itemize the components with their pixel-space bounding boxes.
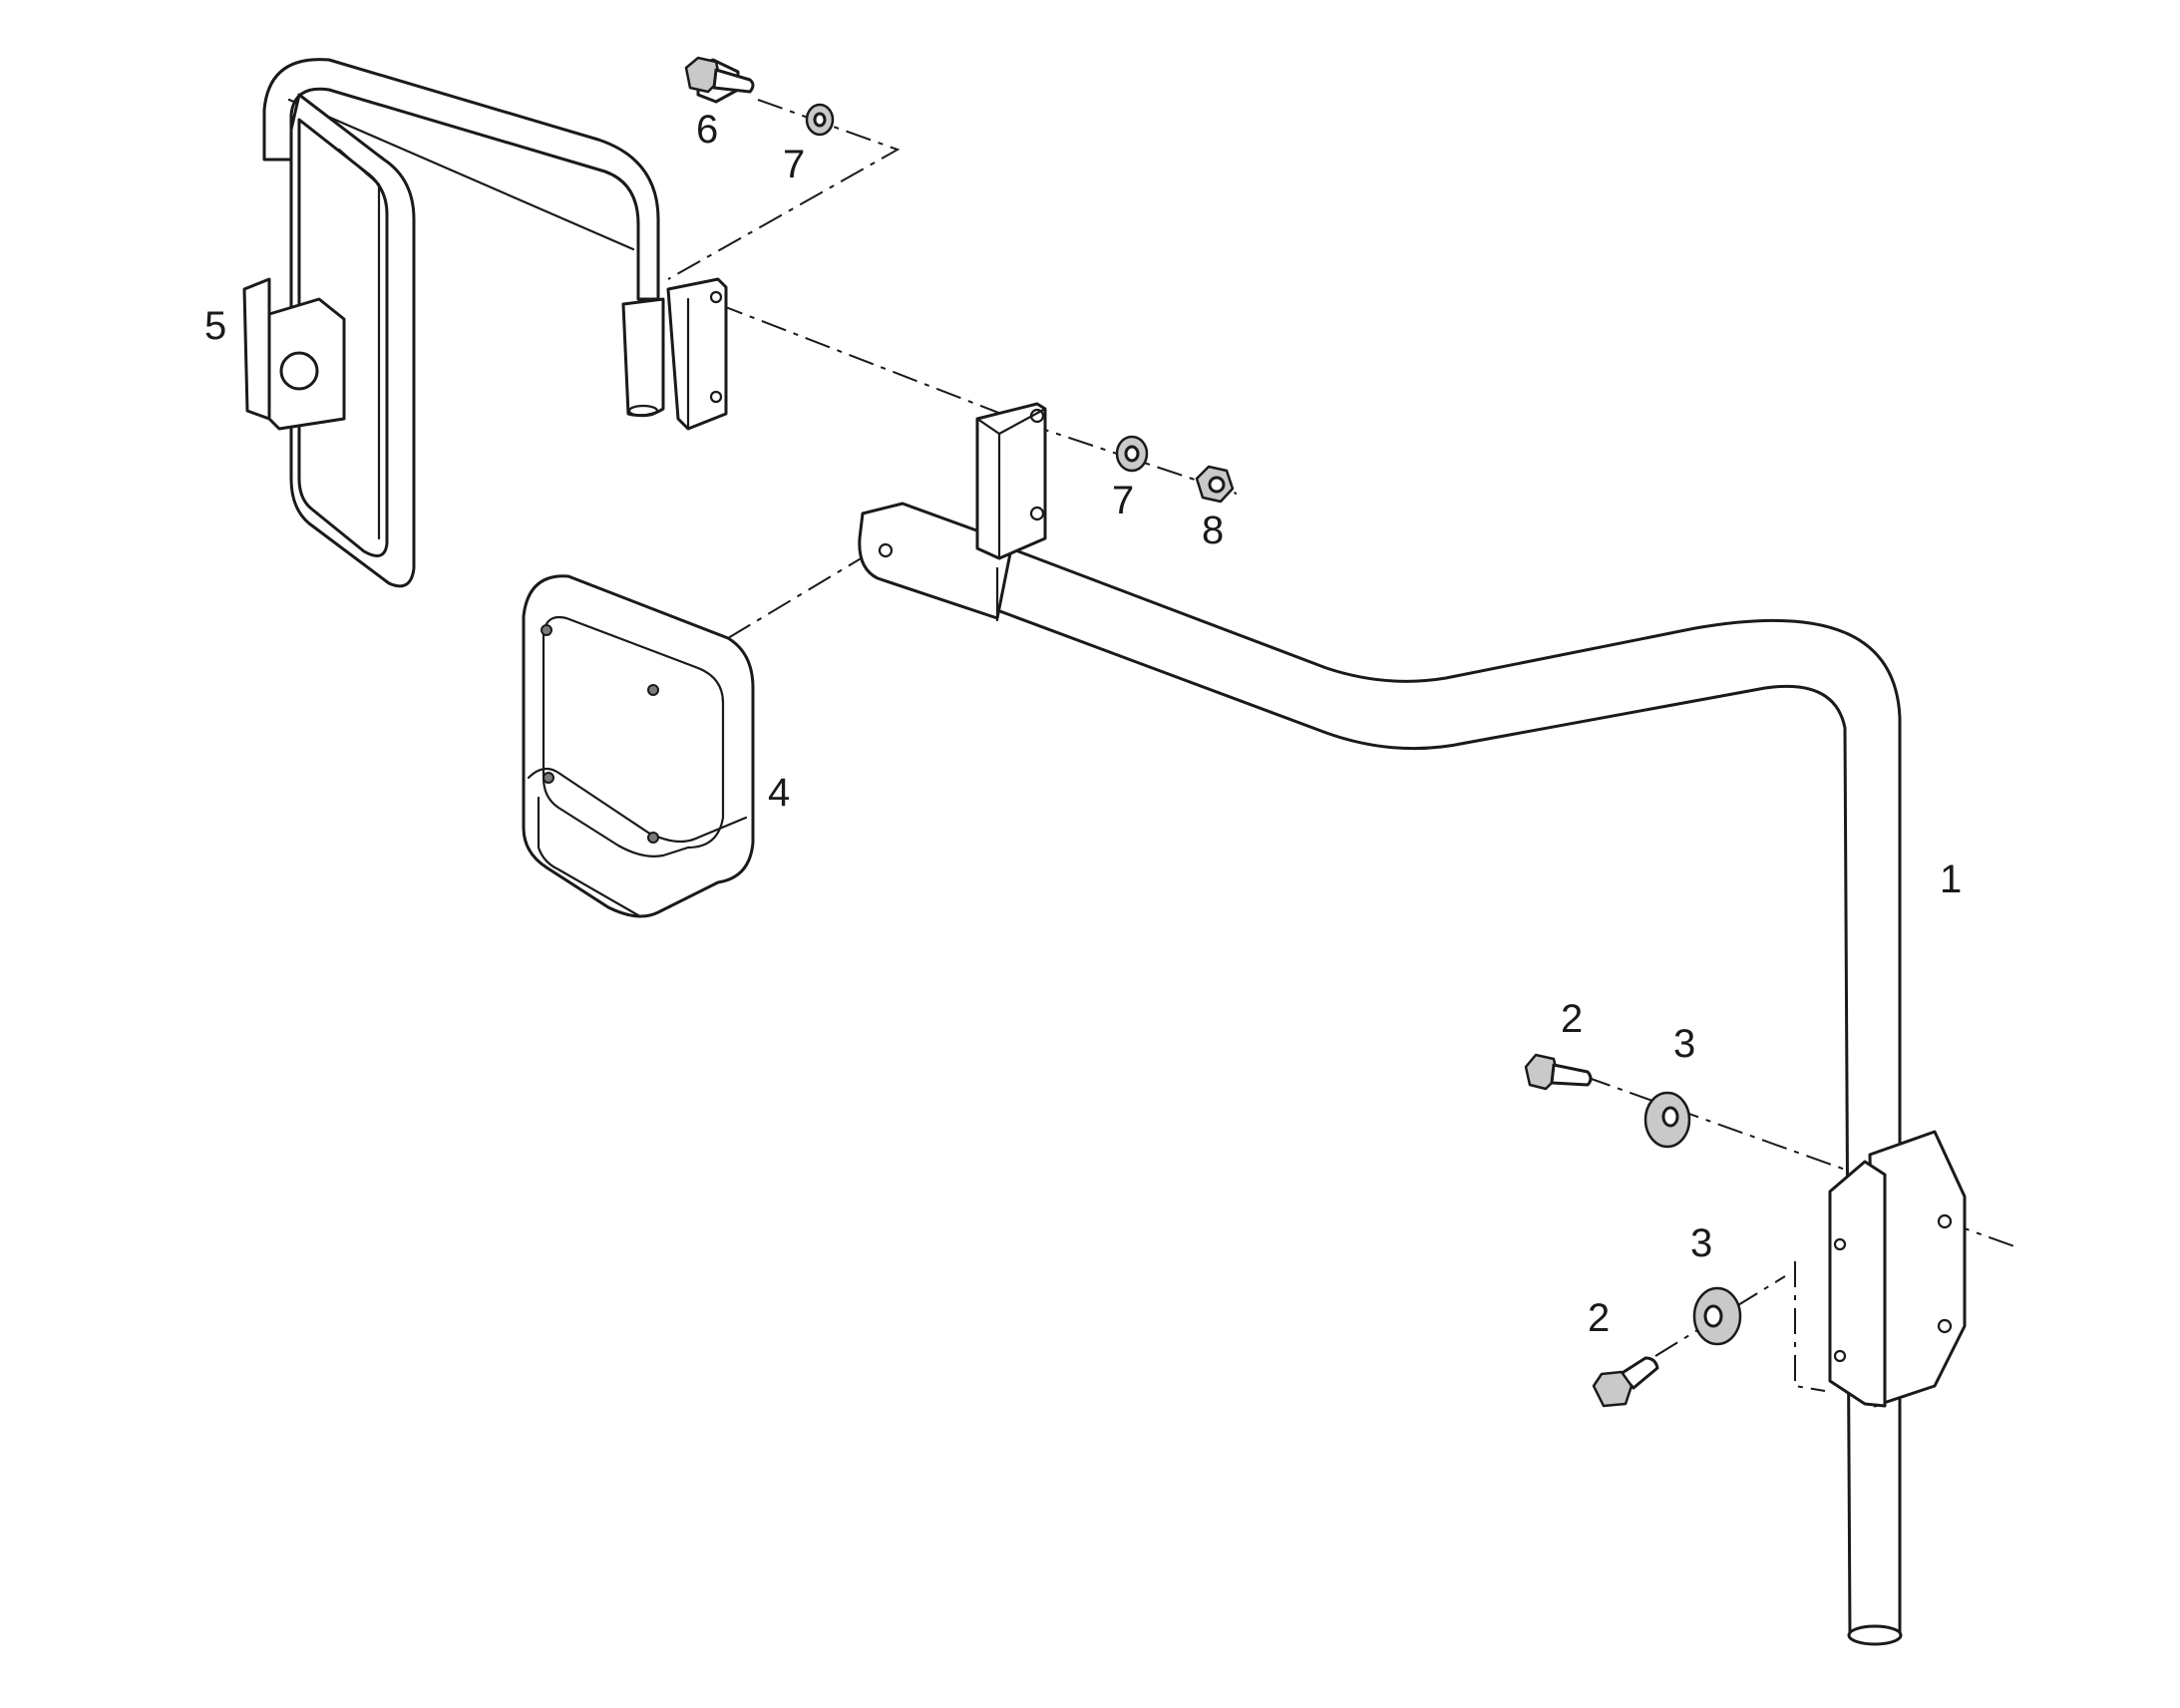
callout-2-upper: 2: [1561, 997, 1583, 1041]
callout-2-lower: 2: [1588, 1296, 1610, 1340]
bolt-lower: [1592, 1356, 1659, 1408]
lamp-housing: [522, 574, 755, 918]
assembly-line-top: [667, 99, 901, 280]
mirror-hinge: [621, 297, 665, 418]
mirror-assembly: [242, 58, 728, 588]
callout-1: 1: [1940, 857, 1962, 901]
lamp-lens: [542, 615, 725, 857]
assembly-lines: [667, 99, 2015, 1392]
callouts: 1 2 2 3 3 4 5 6 7 7 8: [204, 108, 1962, 1340]
washer-upper: [1643, 1091, 1691, 1149]
arm-vertical-tab: [975, 402, 1047, 560]
bolt-upper: [1524, 1053, 1593, 1091]
mirror-clamp: [242, 277, 271, 421]
clamp-plate-front: [1828, 1160, 1887, 1408]
bolt-6-head: [684, 56, 755, 94]
assembly-line-lamp: [727, 547, 879, 639]
assembly-line-clamp-lower: [1654, 1261, 1826, 1392]
arm-end-bracket: [858, 502, 1014, 620]
callout-3-lower: 3: [1690, 1221, 1712, 1265]
tube-end: [1847, 1624, 1903, 1646]
washer-bracket: [1115, 435, 1149, 473]
callout-8: 8: [1202, 509, 1224, 552]
washer-lower: [1692, 1286, 1742, 1346]
main-arm-tube: [858, 402, 1903, 1646]
callout-7-lower: 7: [1112, 479, 1134, 522]
callout-7-upper: 7: [783, 143, 805, 186]
callout-3-upper: 3: [1673, 1022, 1695, 1066]
nut-bracket: [1195, 465, 1235, 504]
work-lamp: [522, 574, 755, 918]
callout-5: 5: [204, 304, 226, 348]
mirror-rod: [262, 58, 660, 301]
callout-4: 4: [768, 771, 790, 815]
tube-clamp: [1828, 1130, 1967, 1408]
hinge-plate: [666, 277, 728, 431]
callout-6: 6: [696, 108, 718, 152]
washer-top: [805, 103, 835, 137]
assembly-line-clamp-upper: [1585, 1076, 1866, 1178]
